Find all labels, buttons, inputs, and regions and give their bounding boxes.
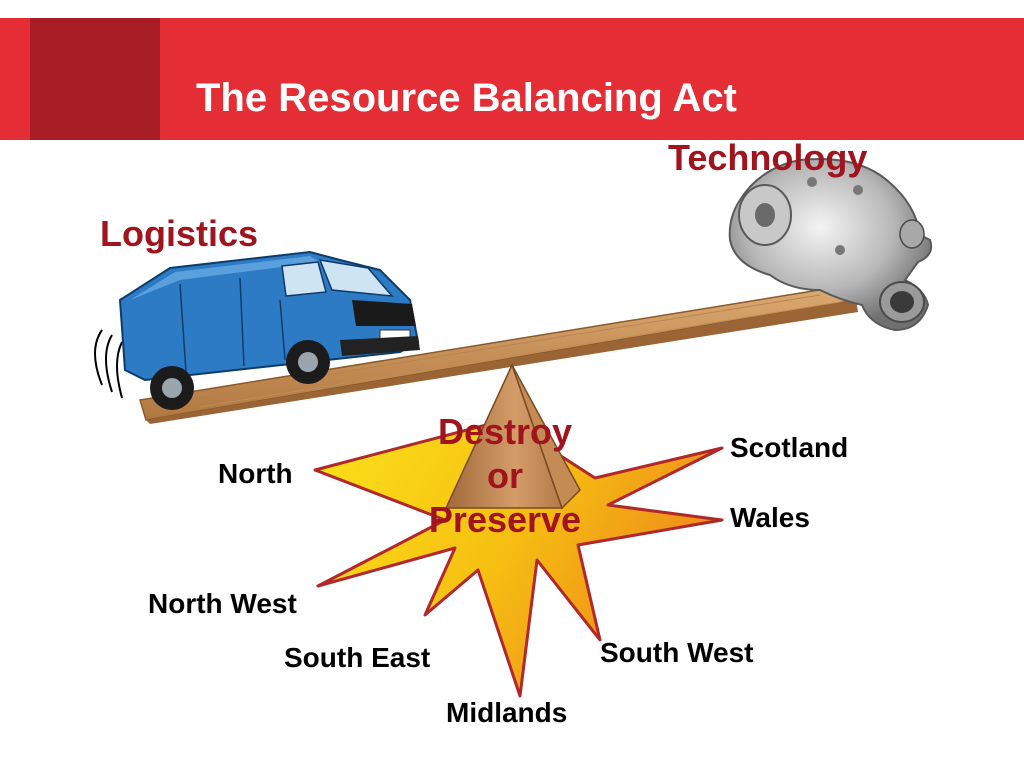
center-label-line-3: Preserve [428,499,582,540]
fulcrum-pyramid [444,363,581,510]
center-label-line-1: Destroy [437,411,573,452]
region-label-north: North [218,458,293,489]
region-label-midlands: Midlands [446,697,568,728]
delivery-van-icon [94,250,420,410]
title-bar-red [0,18,1024,140]
water-pump-icon [728,158,933,332]
region-label-south-west: South West [600,637,754,668]
region-star [313,418,724,698]
region-label-scotland: Scotland [730,432,849,463]
center-label-line-2: or [487,455,523,496]
region-label-wales: Wales [730,502,810,533]
destroy-or-preserve-label: Destroy or Preserve [405,410,605,542]
slide-title: The Resource Balancing Act [196,76,737,120]
technology-label: Technology [668,137,868,178]
star-shape [313,418,724,698]
title-bar-background [0,18,1024,140]
title-bar-accent [30,18,160,140]
logistics-label: Logistics [100,213,259,254]
region-label-south-east: South East [284,642,431,673]
title-bar [0,18,1024,140]
region-label-north-west: North West [148,588,297,619]
